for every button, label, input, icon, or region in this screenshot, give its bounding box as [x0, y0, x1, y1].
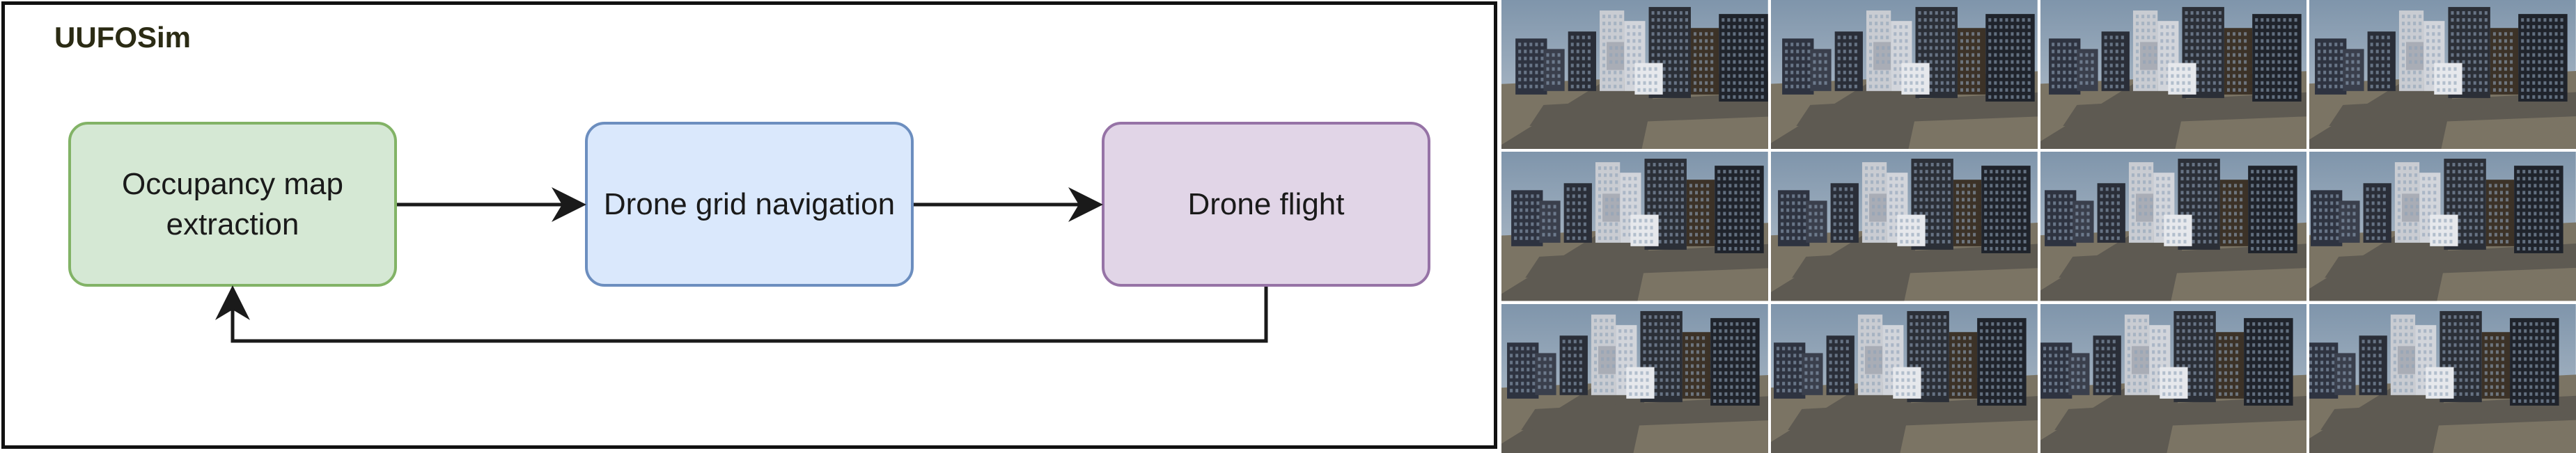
- city-drone-frame-icon: [1770, 0, 2038, 150]
- city-drone-frame-icon: [1501, 152, 1768, 301]
- city-drone-frame-icon: [1770, 303, 2038, 453]
- city-drone-frame-icon: [2040, 152, 2307, 301]
- city-drone-frame-icon: [2309, 152, 2576, 301]
- diagram-title: UUFOSim: [54, 21, 192, 54]
- simulation-frame: [1770, 152, 2038, 301]
- drone-grid-navigation-node: Drone grid navigation: [585, 122, 914, 287]
- drone-grid-navigation-label: Drone grid navigation: [603, 186, 896, 221]
- city-drone-frame-icon: [2040, 0, 2307, 150]
- occupancy-map-label-line1: Occupancy map: [122, 166, 343, 201]
- simulation-frame: [1501, 152, 1768, 301]
- simulation-frame: [2040, 303, 2307, 453]
- occupancy-map-node: Occupancy map extraction: [68, 122, 397, 287]
- simulation-frame: [2309, 303, 2576, 453]
- simulation-frame: [1501, 303, 1768, 453]
- city-drone-frame-icon: [2309, 303, 2576, 453]
- simulation-frames-grid: [1501, 0, 2576, 453]
- simulation-frame: [2309, 0, 2576, 150]
- city-drone-frame-icon: [1770, 152, 2038, 301]
- city-drone-frame-icon: [2040, 303, 2307, 453]
- simulation-frame: [2309, 152, 2576, 301]
- simulation-frame: [1770, 0, 2038, 150]
- city-drone-frame-icon: [1501, 303, 1768, 453]
- city-drone-frame-icon: [1501, 0, 1768, 150]
- drone-flight-node: Drone flight: [1102, 122, 1430, 287]
- simulation-frame: [2040, 0, 2307, 150]
- city-drone-frame-icon: [2309, 0, 2576, 150]
- drone-flight-label: Drone flight: [1187, 186, 1345, 221]
- simulation-frame: [1501, 0, 1768, 150]
- simulation-frame: [1770, 303, 2038, 453]
- simulation-frame: [2040, 152, 2307, 301]
- occupancy-map-label-line2: extraction: [166, 207, 299, 241]
